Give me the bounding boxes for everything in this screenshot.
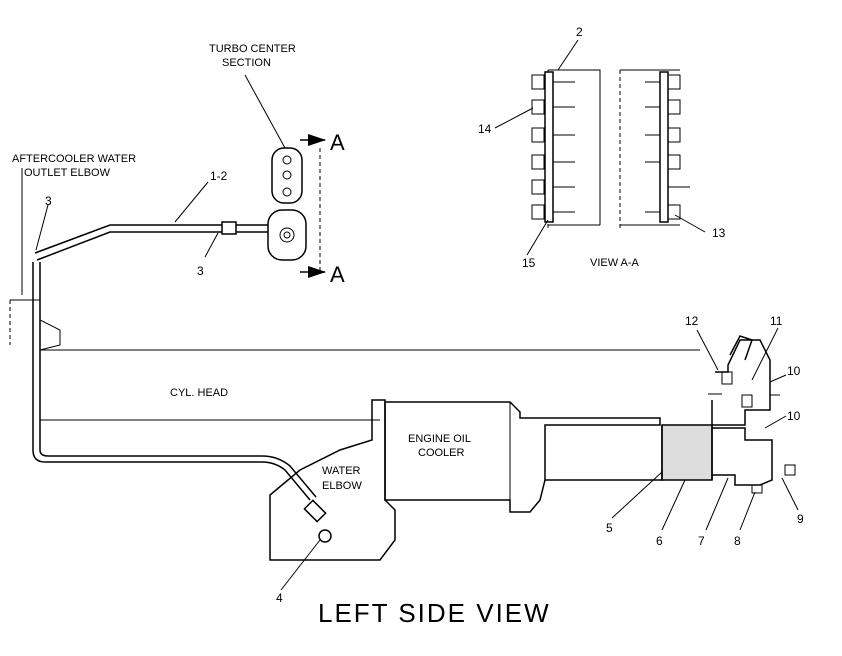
view-aa-label: VIEW A-A (590, 257, 640, 269)
callout-3-top: 3 (45, 194, 52, 208)
callout-10-bottom: 10 (787, 409, 801, 423)
oil-cooler-label-line1: ENGINE OIL (408, 433, 471, 445)
turbo-flanges (267, 134, 326, 278)
callout-8: 8 (734, 534, 741, 548)
water-elbow (269, 399, 396, 561)
water-elbow-label-line2: ELBOW (322, 480, 362, 492)
oil-cooler-label-line2: COOLER (418, 447, 465, 459)
cylinder-head (9, 299, 700, 421)
diagram-title: LEFT SIDE VIEW (318, 598, 551, 628)
upper-tube (34, 221, 275, 261)
view-aa-drawing (531, 69, 690, 230)
callout-5: 5 (606, 521, 613, 535)
callout-11: 11 (770, 314, 783, 328)
callout-10-top: 10 (787, 364, 801, 378)
section-a-top: A (330, 130, 345, 155)
callout-2: 2 (576, 25, 583, 39)
aftercooler-label-line1: AFTERCOOLER WATER (12, 153, 136, 165)
water-elbow-label-line1: WATER (322, 465, 361, 477)
aftercooler-label-line2: OUTLET ELBOW (24, 167, 111, 179)
hose-coupling (661, 424, 773, 486)
turbo-label-line2: SECTION (222, 57, 271, 69)
callout-7: 7 (698, 534, 705, 548)
callout-3-mid: 3 (197, 264, 204, 278)
callout-4: 4 (276, 591, 283, 605)
callout-14: 14 (478, 122, 492, 136)
leader-lines (21, 39, 799, 591)
turbo-label-line1: TURBO CENTER (209, 43, 296, 55)
callout-6: 6 (656, 534, 663, 548)
bottom-plugs (751, 464, 796, 494)
callout-15: 15 (522, 256, 536, 270)
callout-13: 13 (712, 226, 726, 240)
cyl-head-label: CYL. HEAD (170, 387, 228, 399)
section-a-bottom: A (330, 262, 345, 287)
housing-top (708, 335, 780, 426)
water-tube (32, 262, 332, 543)
callout-1-2: 1-2 (210, 169, 228, 183)
callout-12: 12 (685, 314, 699, 328)
callout-9: 9 (797, 512, 804, 526)
